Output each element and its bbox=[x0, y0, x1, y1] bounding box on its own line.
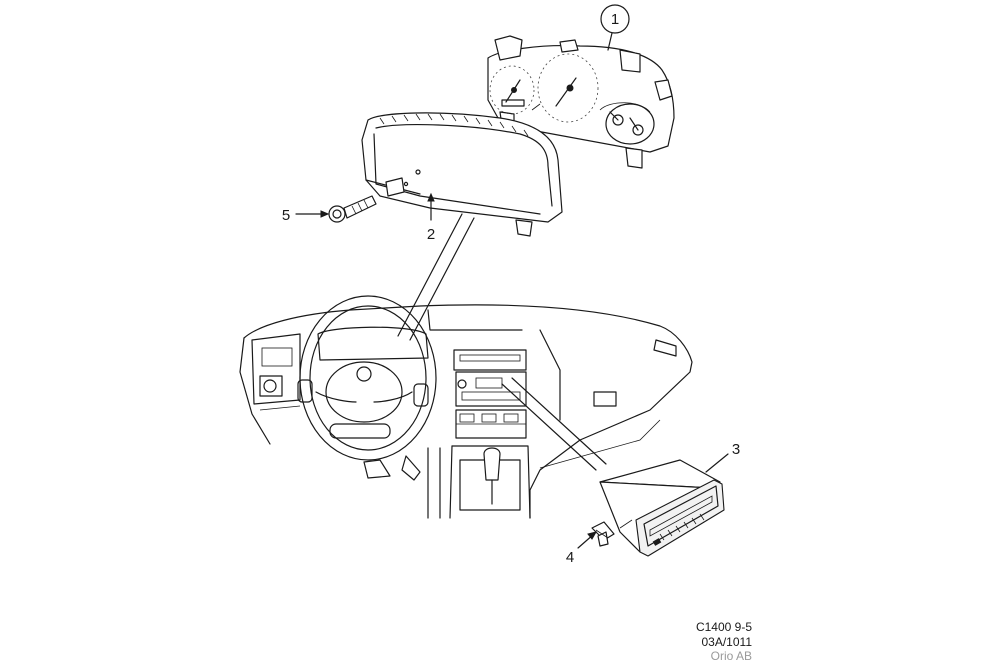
callout-1-label: 1 bbox=[611, 11, 619, 28]
connector-part bbox=[591, 521, 615, 547]
screw-part bbox=[328, 195, 377, 223]
callout-3: 3 bbox=[705, 441, 740, 473]
publisher-label: Orio AB bbox=[710, 649, 752, 663]
diagram-code: C1400 9-5 bbox=[695, 620, 752, 634]
radio-leader-lines bbox=[501, 377, 607, 471]
callout-4: 4 bbox=[566, 531, 598, 566]
callout-5: 5 bbox=[282, 207, 330, 224]
instrument-cluster-part bbox=[487, 35, 675, 169]
callout-5-label: 5 bbox=[282, 207, 290, 224]
diagram-revision: 03A/1011 bbox=[701, 635, 753, 649]
cluster-lens-part bbox=[361, 112, 563, 237]
callout-4-label: 4 bbox=[566, 549, 574, 566]
dashboard-overview bbox=[239, 295, 693, 519]
callout-3-label: 3 bbox=[732, 441, 740, 458]
callout-2: 2 bbox=[427, 192, 435, 243]
callout-2-label: 2 bbox=[427, 226, 435, 243]
radio-unit-part bbox=[599, 459, 725, 557]
callout-1: 1 bbox=[600, 4, 630, 51]
cluster-leader-lines bbox=[397, 213, 475, 341]
